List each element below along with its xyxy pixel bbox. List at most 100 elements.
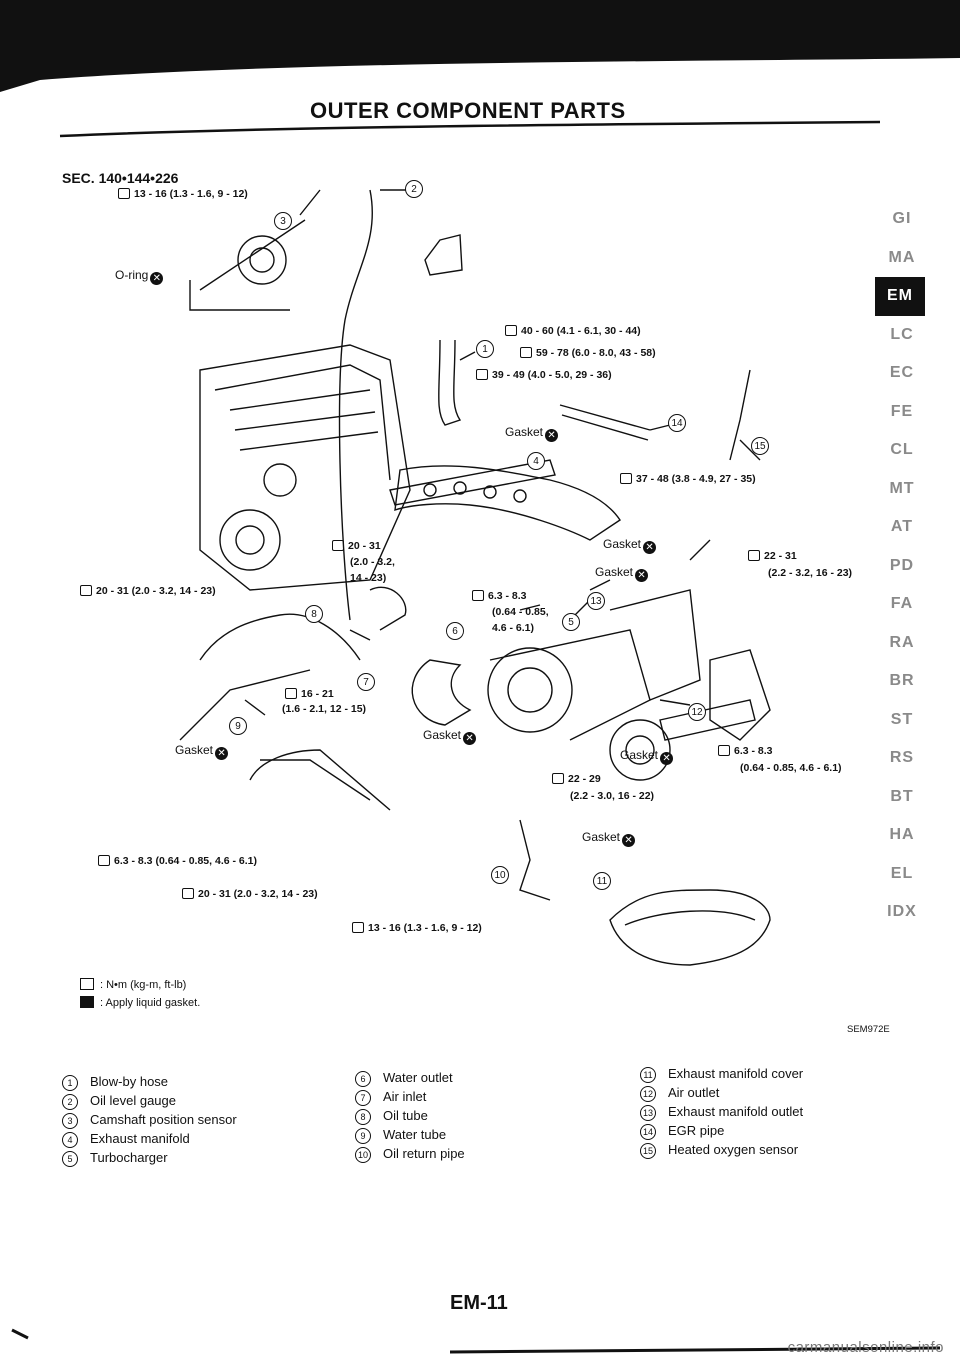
tab-ec[interactable]: EC [889,364,915,381]
torque-spec: 4.6 - 6.1) [492,622,535,634]
tab-em[interactable]: EM [875,277,925,316]
tab-st[interactable]: ST [890,710,914,728]
gasket-mark-icon: ✕ [463,732,477,745]
tab-idx[interactable]: IDX [887,903,917,920]
torque-spec: (2.2 - 3.0, 16 - 22) [570,790,655,802]
engine-exploded-diagram [179,189,771,966]
torque-wrench-icon [505,325,517,336]
torque-spec: (0.64 - 0.85, 4.6 - 6.1) [740,762,842,774]
torque-wrench-icon [476,369,488,380]
gasket-label: Gasket✕ [595,565,649,582]
gasket-label: Gasket✕ [175,743,229,760]
gasket-mark-icon: ✕ [545,429,559,442]
torque-wrench-icon [520,347,532,358]
gasket-mark-icon: ✕ [150,272,164,285]
torque-wrench-icon [472,590,484,601]
tab-br[interactable]: BR [889,672,915,689]
tab-cl[interactable]: CL [890,441,914,458]
o-ring-label: O-ring✕ [115,268,164,285]
torque-wrench-icon [80,978,94,990]
callout-12: 12 [688,703,706,721]
callout-11: 11 [593,872,611,890]
callout-5: 5 [562,613,580,631]
torque-wrench-icon [718,745,730,756]
torque-spec: 40 - 60 (4.1 - 6.1, 30 - 44) [505,325,641,337]
tab-ra[interactable]: RA [889,633,915,651]
torque-spec: 39 - 49 (4.0 - 5.0, 29 - 36) [476,369,612,381]
gasket-mark-icon: ✕ [635,569,649,582]
callout-14: 14 [668,414,686,432]
torque-spec: (0.64 - 0.85, [492,606,549,618]
diagram-legend: : N•m (kg-m, ft-lb) : Apply liquid gaske… [80,976,200,1012]
tab-rs[interactable]: RS [889,749,915,766]
gasket-label: Gasket✕ [582,830,636,847]
torque-spec: 13 - 16 (1.3 - 1.6, 9 - 12) [352,922,482,934]
tab-lc[interactable]: LC [890,325,914,343]
tab-mt[interactable]: MT [889,479,915,497]
torque-spec: 6.3 - 8.3 (0.64 - 0.85, 4.6 - 6.1) [98,855,257,867]
callout-7: 7 [357,673,375,691]
tab-bt[interactable]: BT [890,787,914,805]
torque-spec: (2.0 - 3.2, [350,556,395,568]
section-index-tabs: GI MA EM LC EC FE CL MT AT PD FA RA BR S… [872,200,932,932]
torque-wrench-icon [352,922,364,933]
torque-spec: 22 - 29 [552,773,601,785]
gasket-mark-icon: ✕ [622,834,636,847]
torque-wrench-icon [182,888,194,899]
tab-pd[interactable]: PD [889,556,915,574]
torque-wrench-icon [80,585,92,596]
tab-el[interactable]: EL [890,864,914,882]
torque-wrench-icon [98,855,110,866]
section-reference: SEC. 140•144•226 [62,170,179,186]
gasket-mark-icon: ✕ [215,747,229,760]
callout-9: 9 [229,717,247,735]
tab-gi[interactable]: GI [892,210,912,227]
liquid-gasket-icon [80,996,94,1008]
tab-ma[interactable]: MA [888,248,916,266]
callout-2: 2 [405,180,423,198]
torque-wrench-icon [620,473,632,484]
gasket-mark-icon: ✕ [660,752,674,765]
tab-fa[interactable]: FA [890,595,914,612]
gasket-label: Gasket✕ [505,425,559,442]
callout-3: 3 [274,212,292,230]
callout-10: 10 [491,866,509,884]
torque-spec: 37 - 48 (3.8 - 4.9, 27 - 35) [620,473,756,485]
gasket-label: Gasket✕ [423,728,477,745]
torque-spec: (1.6 - 2.1, 12 - 15) [282,703,367,715]
tab-fe[interactable]: FE [890,402,914,420]
page-title: OUTER COMPONENT PARTS [310,98,626,123]
torque-wrench-icon [285,688,297,699]
gasket-mark-icon: ✕ [643,541,657,554]
tab-ha[interactable]: HA [889,826,915,843]
figure-id: SEM972E [847,1024,890,1035]
callout-15: 15 [751,437,769,455]
legend-gasket: : Apply liquid gasket. [80,994,200,1012]
torque-spec: 13 - 16 (1.3 - 1.6, 9 - 12) [118,188,248,200]
watermark: carmanualsonline.info [787,1339,944,1356]
torque-spec: (2.2 - 3.2, 16 - 23) [768,567,853,579]
tab-at[interactable]: AT [890,518,914,535]
torque-spec: 20 - 31 (2.0 - 3.2, 14 - 23) [80,585,216,597]
torque-spec: 59 - 78 (6.0 - 8.0, 43 - 58) [520,347,656,359]
torque-spec: 22 - 31 [748,550,797,562]
gasket-label: Gasket✕ [620,748,674,765]
page-number: EM-11 [450,1292,508,1314]
torque-spec: 14 - 23) [350,572,387,584]
callout-4: 4 [527,452,545,470]
